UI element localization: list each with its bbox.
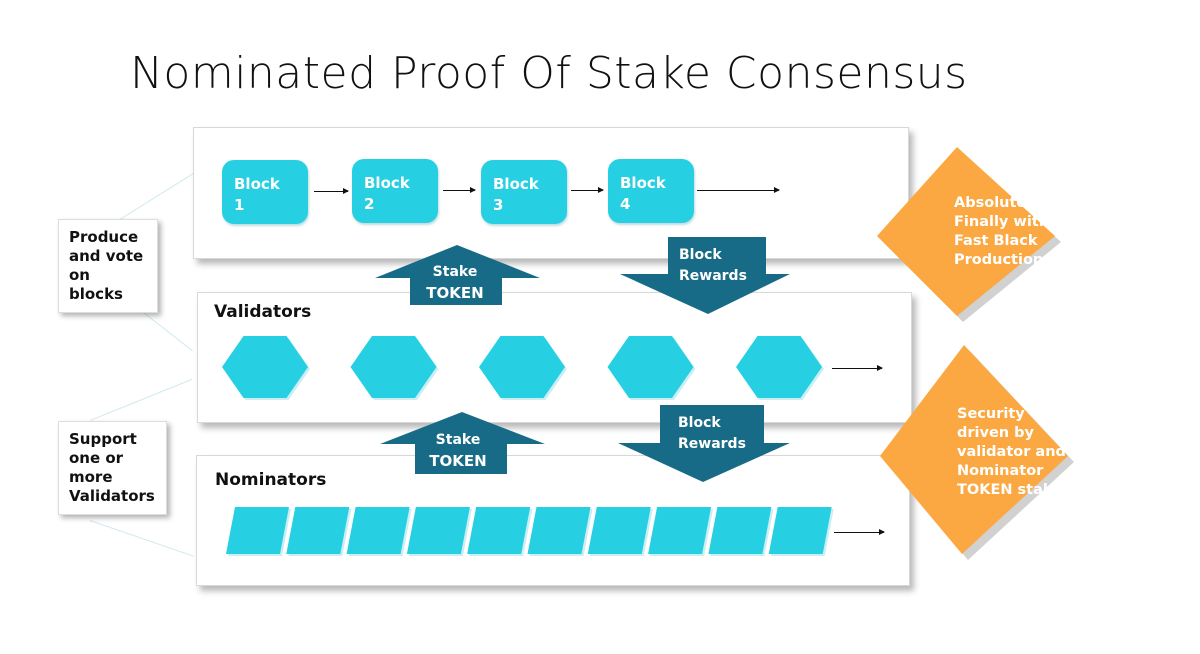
arrow-right-icon [571,187,604,193]
connector-line [90,378,193,421]
stake-token-up-arrow: Stake TOKEN [375,245,540,305]
block-rewards-down-arrow: Block Rewards [620,237,790,314]
security-callout: Security driven by validator and Nominat… [843,345,1074,560]
arrow-right-icon [314,188,349,194]
arrow-down-icon [618,405,790,482]
block-node[interactable]: Block 4 [608,159,694,223]
stake-token-up-arrow: Stake TOKEN [380,412,545,474]
validators-role-label: Produce and vote on blocks [58,219,158,313]
validators-continue-arrow-icon [832,365,883,371]
arrow-right-icon [443,187,476,193]
block-node[interactable]: Block 3 [481,160,567,224]
connector-line [118,172,195,221]
diagram-title: Nominated Proof Of Stake Consensus [130,48,968,99]
validators-label: Validators [214,302,312,322]
chain-continues-arrow-icon [697,187,780,193]
diamond-shape [880,345,1074,560]
nominators-role-label: Support one or more Validators [58,421,167,515]
nominators-label: Nominators [215,470,327,490]
block-node[interactable]: Block 1 [222,160,308,224]
arrow-up-icon [380,412,545,474]
nominators-continue-arrow-icon [834,529,885,535]
finality-callout: Absolute Finally with Fast Black Product… [842,147,1062,322]
connector-line [89,520,195,557]
diamond-shape [877,147,1061,322]
block-node[interactable]: Block 2 [352,159,438,223]
arrow-up-icon [375,245,540,305]
block-rewards-down-arrow: Block Rewards [618,405,790,482]
arrow-down-icon [620,237,790,314]
